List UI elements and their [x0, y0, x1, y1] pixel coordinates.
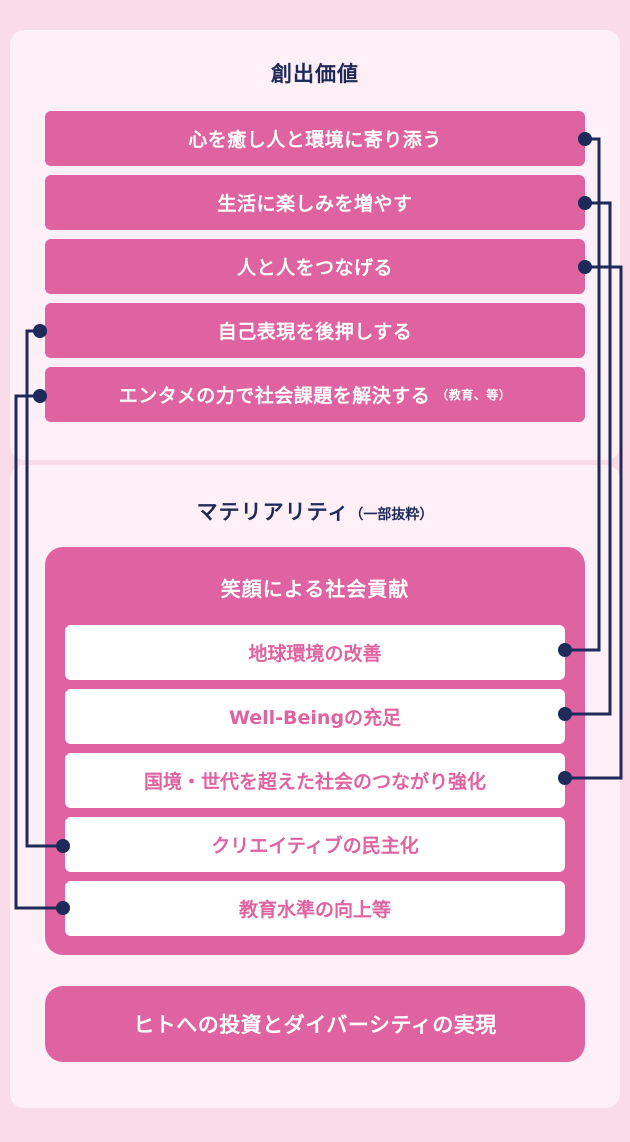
materiality-item-4: クリエイティブの民主化: [65, 817, 565, 872]
connector-line-3: [565, 265, 623, 780]
value-item-4: 自己表現を後押しする: [45, 303, 585, 358]
materiality-item-2: Well-Beingの充足: [65, 689, 565, 744]
materiality-footer: ヒトへの投資とダイバーシティの実現: [45, 986, 585, 1062]
connector-dot: [56, 901, 70, 915]
connector-dot: [33, 389, 47, 403]
value-item-5-label: エンタメの力で社会課題を解決する: [118, 385, 431, 407]
value-item-3: 人と人をつなげる: [45, 239, 585, 294]
connector-dot: [558, 771, 572, 785]
connector-dot: [33, 324, 47, 338]
connector-dot: [558, 707, 572, 721]
connector-dot: [558, 643, 572, 657]
materiality-item-5: 教育水準の向上等: [65, 881, 565, 936]
value-item-2: 生活に楽しみを増やす: [45, 175, 585, 230]
materiality-heading: マテリアリティ（一部抜粋）: [0, 496, 630, 526]
materiality-item-3: 国境・世代を超えた社会のつながり強化: [65, 753, 565, 808]
value-item-5: エンタメの力で社会課題を解決する （教育、等）: [45, 367, 585, 422]
value-item-1: 心を癒し人と環境に寄り添う: [45, 111, 585, 166]
value-item-5-note: （教育、等）: [436, 388, 512, 402]
connector-dot: [578, 260, 592, 274]
materiality-subtitle: （一部抜粋）: [349, 507, 434, 523]
connector-line-4: [25, 329, 63, 848]
connector-dot: [56, 839, 70, 853]
connector-dot: [578, 132, 592, 146]
connector-dot: [578, 196, 592, 210]
materiality-group-title: 笑顔による社会貢献: [220, 577, 410, 601]
connector-line-2: [565, 201, 612, 716]
materiality-title: マテリアリティ: [196, 500, 350, 524]
connector-line-5: [14, 394, 63, 910]
value-creation-title: 創出価値: [271, 62, 359, 86]
materiality-item-1: 地球環境の改善: [65, 625, 565, 680]
connector-line-1: [565, 137, 601, 652]
